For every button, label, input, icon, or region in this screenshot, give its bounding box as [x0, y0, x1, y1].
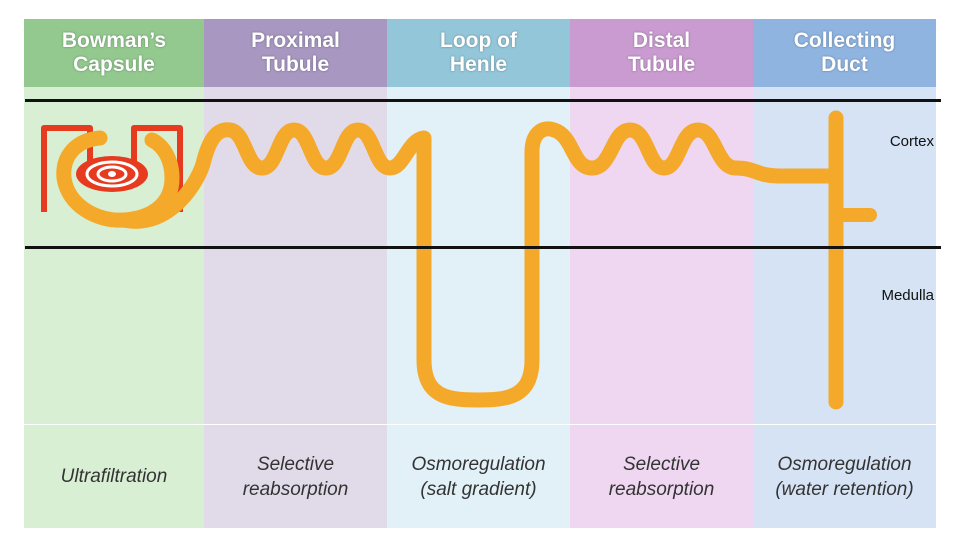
- function-distal-tubule: Selective reabsorption: [570, 425, 753, 528]
- header-proximal-tubule: Proximal Tubule: [204, 19, 387, 87]
- column-proximal-tubule: Proximal Tubule Selective reabsorption: [204, 19, 387, 528]
- function-proximal-tubule: Selective reabsorption: [204, 425, 387, 528]
- medulla-label: Medulla: [881, 287, 934, 304]
- band-distal-tubule: [570, 87, 753, 424]
- footer-divider: [0, 424, 960, 425]
- column-collecting-duct: Collecting Duct Osmoregulation (water re…: [753, 19, 936, 528]
- function-bowmans-capsule: Ultrafiltration: [24, 425, 204, 528]
- band-bowmans-capsule: [24, 87, 204, 424]
- cortex-top-line: [25, 99, 941, 102]
- nephron-tubule: [116, 121, 844, 408]
- cortex-label: Cortex: [889, 133, 934, 150]
- function-label: Osmoregulation (salt gradient): [411, 453, 546, 500]
- cortex-medulla-line: [25, 246, 941, 249]
- function-label: Osmoregulation (water retention): [775, 453, 914, 500]
- function-loop-of-henle: Osmoregulation (salt gradient): [387, 425, 570, 528]
- glomerulus-center: [108, 171, 116, 177]
- header-bowmans-capsule: Bowman’s Capsule: [24, 19, 204, 87]
- header-loop-of-henle: Loop of Henle: [387, 19, 570, 87]
- efferent-capillary: [131, 125, 183, 212]
- glomerulus-ring-1: [85, 160, 139, 188]
- header-label: Proximal Tubule: [251, 29, 340, 76]
- header-label: Loop of Henle: [440, 29, 517, 76]
- column-distal-tubule: Distal Tubule Selective reabsorption: [570, 19, 753, 528]
- function-label: Selective reabsorption: [608, 453, 715, 500]
- header-label: Distal Tubule: [627, 29, 696, 76]
- header-collecting-duct: Collecting Duct: [753, 19, 936, 87]
- band-collecting-duct: [753, 87, 936, 424]
- header-label: Collecting Duct: [793, 29, 896, 76]
- header-label: Bowman’s Capsule: [61, 29, 167, 76]
- glomerulus-ring-2: [96, 165, 128, 183]
- header-distal-tubule: Distal Tubule: [570, 19, 753, 87]
- function-collecting-duct: Osmoregulation (water retention): [753, 425, 936, 528]
- column-bowmans-capsule: Bowman’s Capsule Ultrafiltration: [24, 19, 204, 528]
- function-label: Selective reabsorption: [242, 453, 349, 500]
- function-label: Ultrafiltration: [60, 466, 168, 487]
